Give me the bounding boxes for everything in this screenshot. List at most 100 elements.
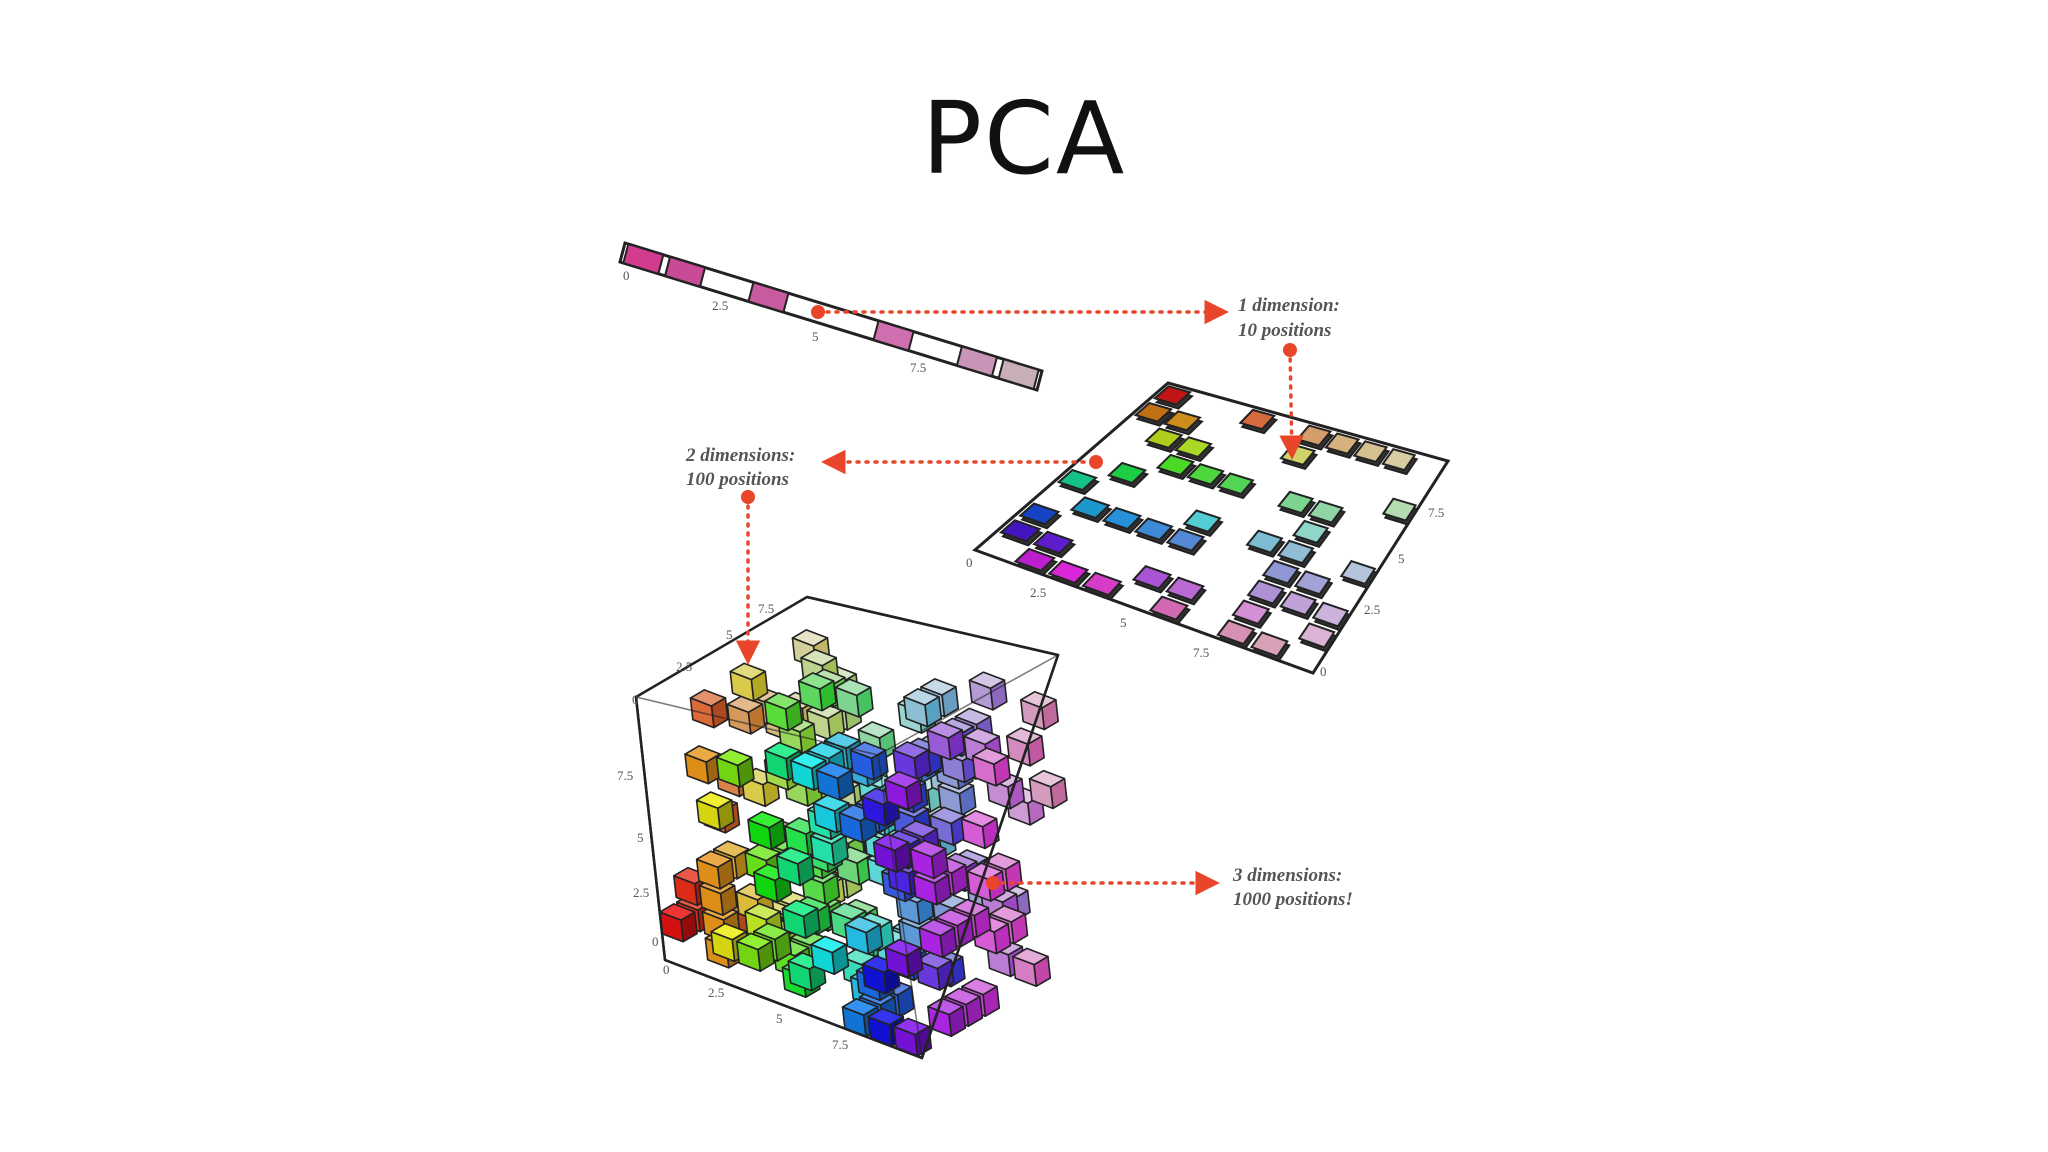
grid-cell [1216,472,1255,496]
grid-cell [1276,539,1315,565]
cube-tick: 0 [652,934,659,949]
grid-cell [1165,527,1206,552]
cube-block-front [736,940,762,972]
cube-block-front [926,729,952,761]
grid-cell [1047,559,1090,585]
grid-cell [1295,424,1333,447]
grid-cell [1186,463,1225,486]
strip-cell [997,357,1040,391]
cube-block-front [695,858,721,890]
cube-block-front [940,752,966,784]
grid-tick: 7.5 [1193,645,1209,660]
callout-3d-line2: 1000 positions! [1233,889,1353,910]
cube-block-front [960,818,986,850]
strip-cells [622,242,1040,391]
grid-cell [1297,622,1336,649]
cube-block-front [763,700,789,732]
grid-tick: 0 [966,555,973,570]
arrows [735,299,1304,896]
cube-block-front [971,755,997,787]
grid-cell [1155,453,1196,477]
cube-block-front [698,884,724,917]
grid-cell [1339,559,1377,586]
cube-block-front [1012,955,1038,988]
cube-block-front [861,963,887,995]
dot-3d [986,876,1000,890]
grid-cell [1152,385,1193,406]
grid-cell [1249,631,1289,658]
grid-cell [1069,496,1111,520]
cube-block-front [903,696,929,728]
cube-block-front [815,769,841,801]
strip-tick: 7.5 [910,360,926,375]
cube-ticks: 2.5 5 7.5 0 7.5 5 2.5 0 0 2.5 5 7.5 [617,601,848,1052]
grid-cell [1133,401,1174,423]
callout-3d-line1: 3 dimensions: [1232,865,1342,886]
cube-block-front [884,779,910,811]
cube-block-front [986,778,1012,810]
strip-cell [872,319,915,352]
callout-2d-line1: 2 dimensions: [685,445,795,466]
cube-block-front [834,686,860,718]
grid-cell [1231,599,1271,626]
cube-block-front [844,923,870,956]
grid-tick: 7.5 [1428,505,1444,520]
grid-cell [1144,427,1184,449]
cube-tick: 7.5 [832,1037,848,1052]
cube-block-front [1028,778,1054,810]
grid-cell [1148,595,1190,621]
grid-ticks: 0 2.5 5 7.5 0 2.5 5 7.5 [966,505,1444,679]
cube-block-front [912,874,938,906]
grid-cell [1381,448,1417,472]
arrow-dots [741,305,1297,890]
cube-block-front [710,930,736,963]
grid-cell [1261,559,1300,585]
cube-tick: 2.5 [633,885,649,900]
grid-cell [1056,468,1099,492]
grid-cell [1173,436,1213,459]
cube-block-front [884,946,910,979]
cube-block-front [781,907,807,939]
cube-tick: 5 [776,1011,783,1026]
cube-tick: 7.5 [617,768,633,783]
cube-block-front [695,799,721,831]
grid-cell [1013,547,1057,572]
callout-1d-line2: 10 positions [1238,320,1331,341]
grid-cell [1279,590,1318,617]
grid-cell [1131,565,1173,590]
strip-tick: 2.5 [712,298,728,313]
cube-block-front [849,749,875,781]
strip-ticks: 0 2.5 5 7.5 [623,268,926,375]
cube-cells [658,629,1068,1058]
strip-cell [747,281,790,314]
grid-cell [1381,497,1418,522]
callout-2d-line2: 100 positions [686,469,789,490]
grid-cell [1276,490,1315,515]
grid-cell [1307,499,1345,524]
strip-cell [622,242,665,276]
grid-cell [1133,517,1174,541]
grid-cell [1106,461,1148,485]
cube-block-front [909,848,935,880]
cube-block-front [1020,699,1046,731]
cube-tick: 0 [663,962,670,977]
one-dimension-strip: 0 2.5 5 7.5 [618,241,1044,392]
dot-1d-callout [1283,343,1297,357]
cube-block-front [726,703,752,735]
cube-block-front [838,812,864,844]
dot-1d [811,305,825,319]
cube-tick: 0 [632,692,639,707]
callout-labels: 1 dimension: 10 positions 2 dimensions: … [685,295,1353,910]
grid-cell [1081,571,1123,597]
grid-tick: 2.5 [1364,602,1380,617]
cube-block-front [812,802,838,834]
grid-cell [1101,506,1143,531]
cube-tick: 7.5 [758,601,774,616]
grid-cell [1162,410,1202,432]
cube-block-front [764,749,790,782]
grid-cell [1182,509,1222,533]
cube-tick: 2.5 [708,985,724,1000]
grid-tick: 0 [1320,664,1327,679]
grid-cell [1245,529,1284,554]
